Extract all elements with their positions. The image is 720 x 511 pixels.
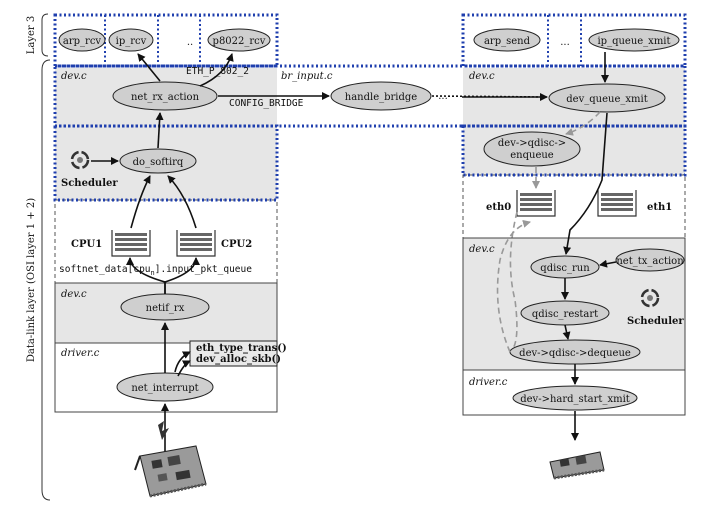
transmit-path-edges [496, 52, 617, 441]
enqueue-box [461, 124, 687, 177]
softirq-box [53, 124, 279, 202]
eth0-label: eth0 [486, 202, 511, 213]
dev-queue-xmit-node: dev_queue_xmit [548, 83, 666, 113]
net-rx-action-text: net_rx_action [131, 92, 200, 103]
net-tx-action-node: net_tx_action [615, 248, 685, 272]
sched-devc-label: dev.c [469, 244, 495, 255]
qdisc-restart-text: qdisc_restart [532, 309, 598, 320]
ip-rcv-node: ip_rcv [108, 28, 154, 52]
hard-start-xmit-text: dev->hard_start_xmit [520, 394, 630, 405]
ip-queue-xmit-text: ip_queue_xmit [597, 36, 670, 47]
left-driver-label: driver.c [61, 348, 100, 359]
layer-bracket-layer3: Layer 3 [26, 13, 49, 57]
do-softirq-node: do_softirq [119, 148, 197, 174]
arp-rcv-node: arp_rcv [58, 28, 106, 52]
config-bridge-label: CONFIG_BRIDGE [229, 98, 304, 109]
scheduler-icon [70, 150, 90, 170]
bridge-box [53, 64, 687, 128]
layer3-right-ellipsis: ... [560, 37, 570, 48]
qdisc-enqueue-node: dev->qdisc-> enqueue [483, 131, 581, 167]
br-input-label: br_input.c [281, 71, 333, 82]
ip-queue-xmit-node: ip_queue_xmit [588, 28, 680, 52]
hard-start-xmit-node: dev->hard_start_xmit [512, 385, 638, 411]
right-devc-label: dev.c [469, 71, 495, 82]
net-interrupt-node: net_interrupt [116, 372, 214, 402]
layer-bracket-datalink: Data-link layer (OSI layer 1 + 2) [26, 59, 51, 501]
qdisc-dequeue-text: dev->qdisc->dequeue [519, 348, 631, 359]
eth1-queue-icon [597, 190, 637, 217]
handle-bridge-text: handle_bridge [345, 92, 418, 103]
dev-alloc-skb-text: dev_alloc_skb() [196, 354, 281, 365]
p8022-rcv-text: p8022_rcv [213, 36, 266, 47]
arp-send-text: arp_send [484, 36, 531, 47]
cpu2-queue-icon [176, 230, 216, 257]
netif-rx-text: netif_rx [146, 303, 185, 314]
datalink-layer-label: Data-link layer (OSI layer 1 + 2) [26, 198, 37, 362]
arp-send-node: arp_send [473, 28, 541, 52]
eth1-label: eth1 [647, 202, 672, 213]
receive-network-card-icon [134, 421, 207, 498]
left-layer3-box [53, 13, 279, 68]
right-scheduler-label: Scheduler [627, 316, 684, 327]
left-queue-panel [54, 199, 278, 284]
right-driver-label: driver.c [469, 377, 508, 388]
bridge-ellipsis: ... [438, 91, 448, 102]
softnet-data-label: softnet_data[cpun].input_pkt_queue [59, 264, 252, 277]
cpu1-queue-icon [111, 230, 151, 257]
layer3-label: Layer 3 [26, 16, 37, 55]
right-scheduler-icon [640, 288, 660, 308]
layer3-left-dots: .. [187, 37, 193, 48]
net-rx-action-node: net_rx_action [112, 81, 218, 111]
net-tx-action-text: net_tx_action [616, 256, 684, 267]
qdisc-run-node: qdisc_run [530, 255, 600, 279]
do-softirq-text: do_softirq [133, 157, 184, 168]
left-scheduler-label: Scheduler [61, 178, 118, 189]
eth-type-trans-text: eth_type_trans() [196, 343, 287, 354]
handle-bridge-node: handle_bridge [330, 81, 432, 111]
qdisc-enqueue-text-1: dev->qdisc-> [498, 138, 566, 149]
qdisc-run-text: qdisc_run [540, 263, 590, 274]
eth-p-802-2-label: ETH_P_802_2 [186, 66, 249, 77]
dev-queue-xmit-text: dev_queue_xmit [566, 94, 647, 105]
eth0-queue-icon [516, 190, 556, 217]
ip-rcv-text: ip_rcv [116, 36, 147, 47]
cpu1-label: CPU1 [71, 239, 102, 250]
netif-devc-label: dev.c [61, 289, 87, 300]
net-interrupt-text: net_interrupt [131, 383, 198, 394]
netif-rx-node: netif_rx [120, 293, 210, 321]
qdisc-enqueue-text-2: enqueue [510, 150, 554, 161]
cpu2-label: CPU2 [221, 239, 252, 250]
receive-path-edges [91, 53, 548, 490]
qdisc-dequeue-node: dev->qdisc->dequeue [509, 339, 641, 365]
arp-rcv-text: arp_rcv [63, 36, 102, 47]
transmit-network-card-icon [549, 451, 605, 480]
p8022-rcv-node: p8022_rcv [207, 28, 271, 52]
left-devc-label: dev.c [61, 71, 87, 82]
helper-functions-box: eth_type_trans() dev_alloc_skb() [189, 340, 287, 367]
qdisc-restart-node: qdisc_restart [520, 300, 610, 326]
